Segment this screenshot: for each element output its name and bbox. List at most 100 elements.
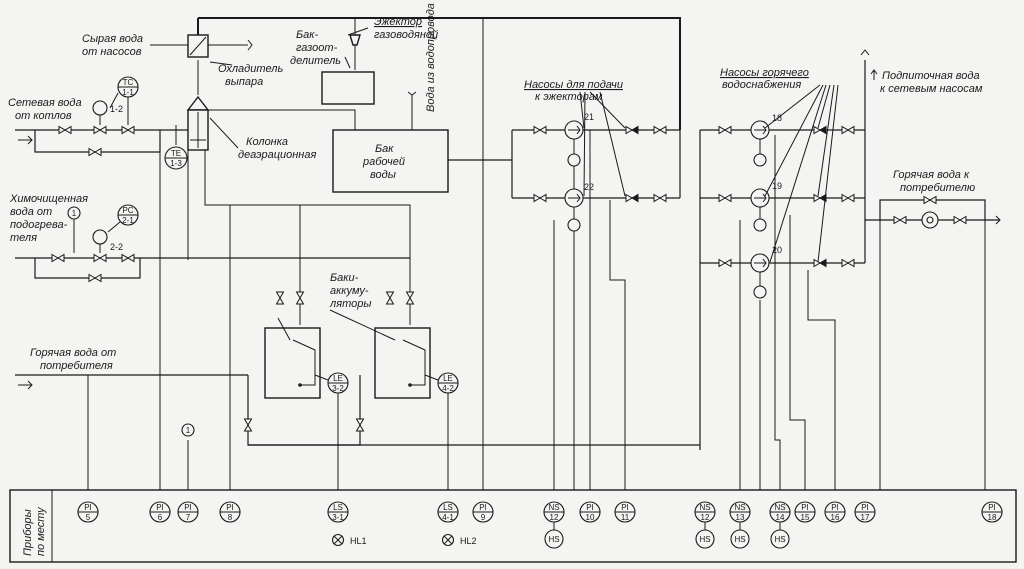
panel-tag-number: 9: [481, 513, 486, 522]
label-network-1: Сетевая вода: [8, 97, 82, 109]
panel-tag-type: NS: [734, 503, 745, 512]
panel-tag-number: 15: [801, 513, 810, 522]
pump-19: [750, 188, 770, 232]
panel-tag-type: PI: [861, 503, 869, 512]
tc-tag-top: TC: [123, 78, 134, 87]
work-water-tank: [332, 129, 449, 193]
gauge-1-a: 1: [72, 209, 77, 218]
leader-lines: [209, 27, 839, 341]
label-work-2: рабочей: [362, 156, 405, 168]
le3-tag-bottom: 3-2: [332, 384, 344, 393]
label-pumps-ejector-2: к эжекторам: [535, 91, 603, 103]
arrow-up-icon: [870, 69, 878, 80]
label-chem-3: подогрева-: [10, 219, 68, 231]
pump-22: [564, 188, 584, 232]
label-chem-2: вода от: [10, 206, 52, 218]
panel-tag-pi-9: PI9: [472, 501, 494, 523]
panel-tag-number: 3-1: [332, 513, 344, 522]
panel-tag-type: PI: [184, 503, 192, 512]
lamp-hl1: HL1: [331, 533, 367, 547]
pump-18: [750, 120, 770, 167]
panel-tag-number: 4-1: [442, 513, 454, 522]
hs-label: HS: [699, 535, 710, 544]
panel-tag-type: PI: [988, 503, 996, 512]
panel-tag-number: 5: [86, 513, 91, 522]
label-network-2: от котлов: [15, 110, 72, 122]
label-pumps-hot-2: водоснабжения: [722, 79, 801, 91]
panel-tag-type: PI: [479, 503, 487, 512]
hs-label: HS: [734, 535, 745, 544]
panel-tag-ls-4-1: LS4-1: [437, 501, 459, 523]
label-degas-3: делитель: [290, 55, 341, 67]
label-chem-4: теля: [10, 232, 37, 244]
pump-20: [750, 253, 770, 299]
le3-tag-top: LE: [333, 374, 343, 383]
panel-tag-type: PI: [621, 503, 629, 512]
le4-tag-top: LE: [443, 374, 453, 383]
panel-hs-10: HS: [695, 522, 715, 549]
tc-tag-bottom: 1-1: [122, 88, 134, 97]
panel-hs-list: HS HS HS HS: [544, 522, 790, 549]
accumulator-1: [264, 327, 321, 399]
lamp-label-hl2: HL2: [460, 536, 477, 546]
panel-tag-pi-7: PI7: [177, 501, 199, 523]
panel-tag-number: 6: [158, 513, 163, 522]
panel-tag-number: 10: [586, 513, 595, 522]
local-instrument-panel: Приборы по месту PI5PI6PI7PI8LS3-1LS4-1P…: [9, 489, 1017, 563]
panel-tag-type: PI: [226, 503, 234, 512]
panel-hs-7: HS: [544, 522, 564, 549]
panel-title-2: по месту: [35, 506, 47, 556]
label-accum-3: ляторы: [329, 298, 371, 310]
label-pumps-hot-1: Насосы горячего: [720, 67, 809, 79]
panel-tag-number: 12: [550, 513, 559, 522]
panel-tag-list: PI5PI6PI7PI8LS3-1LS4-1PI9NS12PI10PI11NS1…: [77, 501, 1003, 523]
panel-hs-12: HS: [770, 522, 790, 549]
label-hot-to-2: потребителю: [900, 182, 975, 194]
pc-tag-bottom: 2-1: [122, 216, 134, 225]
label-column-2: деаэрационная: [238, 149, 316, 161]
panel-tag-number: 11: [621, 513, 630, 522]
pump-21: [564, 120, 584, 167]
pump-label-19: 19: [772, 181, 782, 191]
panel-tag-number: 12: [701, 513, 710, 522]
valve-tag-1-2: 1-2: [110, 104, 123, 114]
panel-tag-pi-5: PI5: [77, 501, 99, 523]
panel-tag-type: NS: [548, 503, 559, 512]
pump-label-22: 22: [584, 182, 594, 192]
pumps: 21 22 18 19 20: [564, 112, 782, 299]
label-hot-from-2: потребителя: [40, 360, 113, 372]
lamp-hl2: HL2: [441, 533, 477, 547]
label-column-1: Колонка: [246, 136, 288, 148]
equipment: [186, 34, 939, 399]
field-instruments: TC 1-1 1-2 TE 1-3 PC 2-1 2-2 1 1 LE 3-2 …: [67, 76, 459, 437]
pipelines: [15, 17, 1001, 490]
panel-tag-type: PI: [84, 503, 92, 512]
te-tag-bottom: 1-3: [170, 159, 182, 168]
label-ejector-2: газоводяной: [374, 29, 438, 41]
panel-tag-type: NS: [774, 503, 785, 512]
label-raw-water-1: Сырая вода: [82, 33, 143, 45]
gauge-1-b: 1: [186, 426, 191, 435]
process-labels: Сырая вода от насосов Охладитель выпара …: [8, 3, 983, 372]
valve-tag-2-2: 2-2: [110, 242, 123, 252]
degas-tank: [321, 71, 375, 105]
panel-tag-number: 7: [186, 513, 191, 522]
label-pumps-ejector-1: Насосы для подачи: [524, 79, 623, 91]
panel-tag-pi-6: PI6: [149, 501, 171, 523]
panel-tag-type: PI: [801, 503, 809, 512]
panel-tag-number: 17: [861, 513, 870, 522]
panel-tag-ls-3-1: LS3-1: [327, 501, 349, 523]
hs-label: HS: [774, 535, 785, 544]
panel-tag-type: LS: [333, 503, 343, 512]
panel-frame: [9, 489, 1017, 563]
ejector: [349, 34, 361, 46]
label-degas-1: Бак-: [296, 29, 318, 41]
